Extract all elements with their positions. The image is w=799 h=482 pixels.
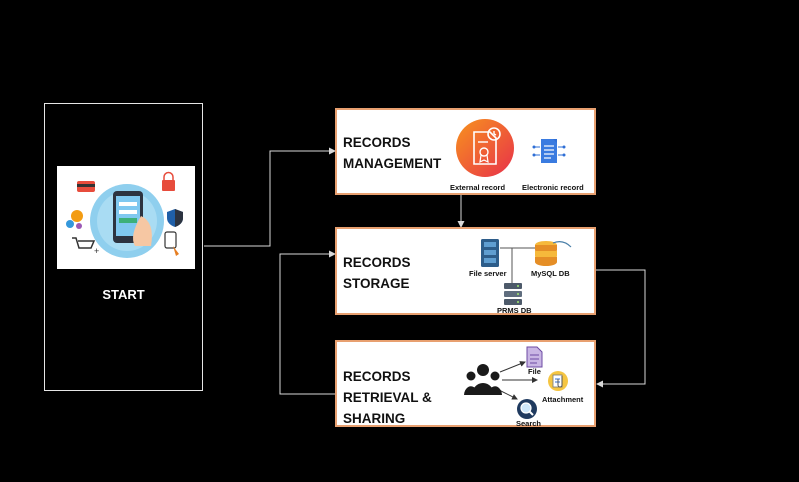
storage-title-line1: RECORDS: [343, 255, 411, 270]
records-management-box: RECORDS MANAGEMENT External record: [335, 108, 596, 195]
storage-title-line2: STORAGE: [343, 276, 410, 291]
certificate-icon: [456, 119, 514, 177]
attachment-icon: [548, 371, 568, 391]
digital-document-icon: [532, 139, 566, 163]
search-label: Search: [516, 419, 542, 428]
arrow-retrieval-to-storage: [279, 250, 336, 395]
retrieval-title-line2: RETRIEVAL &: [343, 390, 432, 405]
start-label: START: [102, 287, 145, 302]
file-label: File: [528, 367, 541, 376]
retrieval-title-line3: SHARING: [343, 411, 406, 426]
users-group-icon: [464, 364, 502, 395]
database-stack-icon: [504, 283, 522, 305]
start-panel: [44, 103, 203, 391]
search-icon: [517, 399, 537, 419]
prms-db-label: PRMS DB: [497, 306, 532, 315]
external-record-label: External record: [450, 183, 506, 192]
start-illustration: +: [57, 166, 195, 269]
storage-links: [500, 247, 535, 284]
file-icon: [526, 346, 543, 368]
management-title-line2: MANAGEMENT: [343, 156, 442, 171]
retrieval-title-line1: RECORDS: [343, 369, 411, 384]
electronic-record-label: Electronic record: [522, 183, 584, 192]
file-server-label: File server: [469, 269, 507, 278]
smartphone-services-icon: +: [66, 171, 183, 258]
management-title-line1: RECORDS: [343, 135, 411, 150]
server-icon: [481, 239, 499, 267]
records-retrieval-box: RECORDS RETRIEVAL & SHARING File Attac: [335, 340, 596, 428]
arrow-start-to-management: [204, 147, 336, 247]
mysql-db-label: MySQL DB: [531, 269, 570, 278]
svg-text:+: +: [94, 246, 99, 256]
records-storage-box: RECORDS STORAGE File server MySQL DB PRM…: [335, 227, 596, 315]
arrow-storage-to-retrieval: [596, 269, 646, 388]
database-icon: [535, 241, 572, 266]
attachment-label: Attachment: [542, 395, 584, 404]
